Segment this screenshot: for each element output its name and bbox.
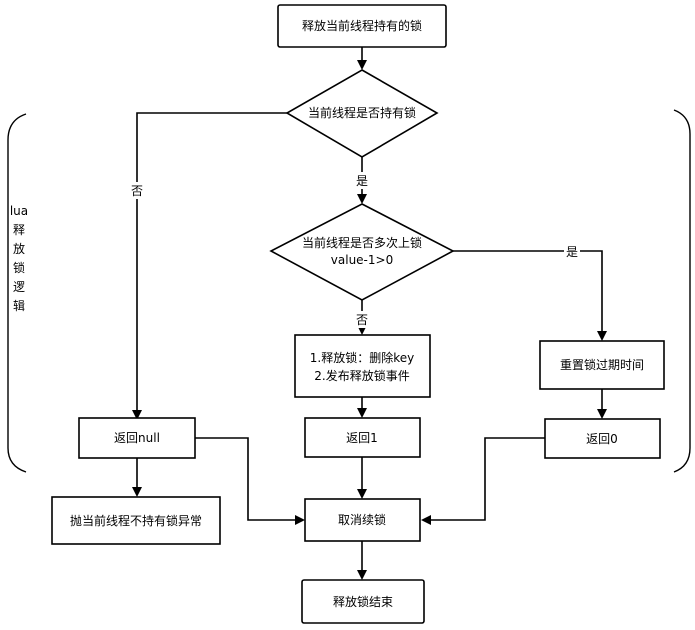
- side-label-3: 锁: [13, 260, 25, 275]
- decision-multi-lock: 当前线程是否多次上锁 value-1>0: [269, 203, 455, 301]
- node-release-lock-label-1: 1.释放锁：删除key: [310, 350, 414, 365]
- edge-label-yes-multi: 是: [566, 245, 578, 259]
- node-cancel-renewal-label: 取消续锁: [338, 512, 386, 527]
- side-label-4: 逻: [13, 280, 25, 294]
- edge-label-no-multi: 否: [356, 313, 368, 327]
- node-return-1-label: 返回1: [346, 431, 378, 445]
- node-cancel-renewal: 取消续锁: [304, 498, 421, 542]
- decision-multi-lock-label-1: 当前线程是否多次上锁: [302, 235, 422, 250]
- node-reset-expire-label: 重置锁过期时间: [560, 357, 644, 372]
- decision-multi-lock-label-2: value-1>0: [331, 253, 393, 267]
- node-release-start: 释放当前线程持有的锁: [277, 4, 447, 48]
- edge-holding-no: [132, 112, 287, 420]
- decision-is-holding-label: 当前线程是否持有锁: [308, 105, 416, 120]
- side-label-1: 释: [13, 223, 25, 237]
- edge-label-yes-holding: 是: [356, 174, 368, 188]
- edge-null-to-cancel: [195, 437, 305, 525]
- node-throw-exception: 抛当前线程不持有锁异常: [51, 496, 221, 545]
- node-reset-expire: 重置锁过期时间: [539, 340, 665, 390]
- node-return-null-label: 返回null: [114, 431, 160, 445]
- left-bracket: [7, 113, 27, 473]
- node-release-lock: 1.释放锁：删除key 2.发布释放锁事件: [294, 334, 431, 398]
- node-return-0-label: 返回0: [586, 432, 618, 446]
- node-return-null: 返回null: [78, 417, 196, 459]
- side-label-0: lua: [10, 204, 28, 218]
- node-release-lock-label-2: 2.发布释放锁事件: [314, 368, 409, 383]
- edge-multi-yes: [453, 250, 607, 341]
- node-return-1: 返回1: [304, 417, 421, 458]
- edge-label-no-holding: 否: [131, 184, 143, 198]
- node-release-end-label: 释放锁结束: [333, 594, 393, 609]
- node-return-0: 返回0: [544, 418, 661, 459]
- node-release-start-label: 释放当前线程持有的锁: [302, 18, 422, 33]
- right-bracket: [673, 109, 691, 473]
- node-release-end: 释放锁结束: [301, 579, 425, 624]
- side-label-5: 辑: [13, 299, 25, 313]
- decision-is-holding: 当前线程是否持有锁: [285, 69, 439, 158]
- node-throw-exception-label: 抛当前线程不持有锁异常: [70, 513, 202, 528]
- edge-return0-to-cancel: [421, 437, 545, 525]
- side-label-2: 放: [13, 241, 25, 256]
